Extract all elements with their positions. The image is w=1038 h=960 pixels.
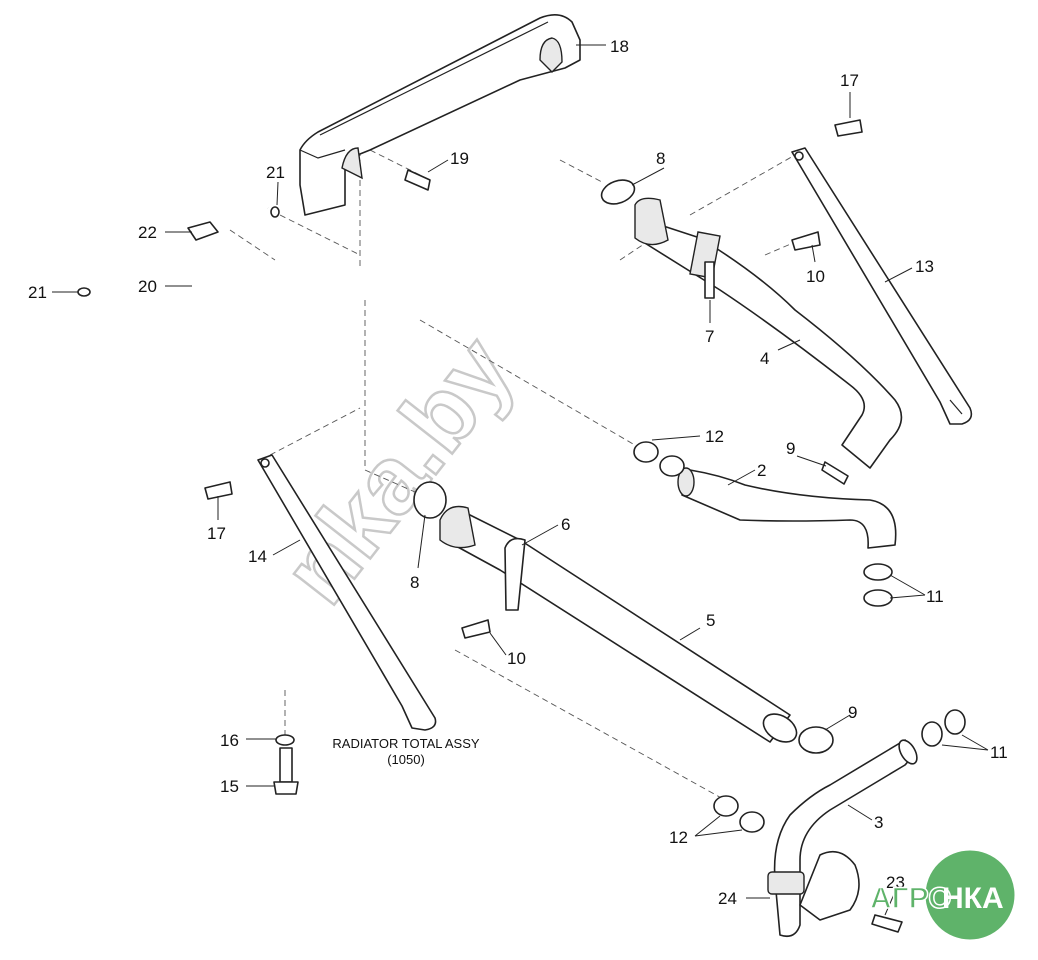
callout-15: 15 (220, 777, 239, 796)
callout-17-top: 17 (840, 71, 859, 90)
callout-9-upper: 9 (786, 439, 795, 458)
callout-12-lower: 12 (669, 828, 688, 847)
watermark-text: nka.by (262, 317, 534, 623)
fasteners (204, 119, 903, 933)
left-stay-rod (257, 454, 437, 731)
callout-2: 2 (757, 461, 766, 480)
right-stay-rod (791, 147, 973, 425)
radiator-top-cover (299, 14, 581, 216)
callout-7: 7 (705, 327, 714, 346)
agronka-logo: АГРО НКА (869, 847, 1018, 943)
lower-elbow-hose (767, 739, 918, 938)
callout-3: 3 (874, 813, 883, 832)
leader-lines (52, 44, 989, 916)
assembly-caption: RADIATOR TOTAL ASSY (1050) (332, 736, 479, 767)
callout-11-upper: 11 (926, 587, 944, 606)
short-hose (677, 467, 897, 549)
callout-12-upper: 12 (705, 427, 724, 446)
logo-text-right: НКА (942, 882, 1004, 915)
callout-22: 22 (138, 223, 157, 242)
upper-hose (634, 197, 903, 469)
caption-line-2: (1050) (387, 752, 425, 767)
watermark: nka.by (261, 316, 535, 624)
callout-8-lower: 8 (410, 573, 419, 592)
callout-23: 23 (886, 873, 905, 892)
callout-21-top: 21 (266, 163, 285, 182)
callout-4: 4 (760, 349, 769, 368)
callout-6: 6 (561, 515, 570, 534)
overflow-pipe (77, 189, 280, 374)
callout-20: 20 (138, 277, 157, 296)
callout-labels: 18 17 8 19 21 22 21 20 10 13 7 4 12 9 2 … (28, 37, 1008, 908)
callout-11-lower: 11 (990, 743, 1008, 762)
callout-14: 14 (248, 547, 267, 566)
callout-24: 24 (718, 889, 737, 908)
logo-text-left: АГРО (870, 882, 952, 915)
callout-8-top: 8 (656, 149, 665, 168)
hose-clamps (413, 179, 966, 833)
lower-long-hose (439, 505, 798, 743)
callout-19: 19 (450, 149, 469, 168)
logo-circle (922, 847, 1018, 943)
caption-line-1: RADIATOR TOTAL ASSY (332, 736, 479, 751)
callout-17-left: 17 (207, 524, 226, 543)
callout-10-lower: 10 (507, 649, 526, 668)
callout-5: 5 (706, 611, 715, 630)
callout-13: 13 (915, 257, 934, 276)
callout-9-lower: 9 (848, 703, 857, 722)
callout-16: 16 (220, 731, 239, 750)
callout-21-left: 21 (28, 283, 47, 302)
callout-10-upper: 10 (806, 267, 825, 286)
callout-18: 18 (610, 37, 629, 56)
